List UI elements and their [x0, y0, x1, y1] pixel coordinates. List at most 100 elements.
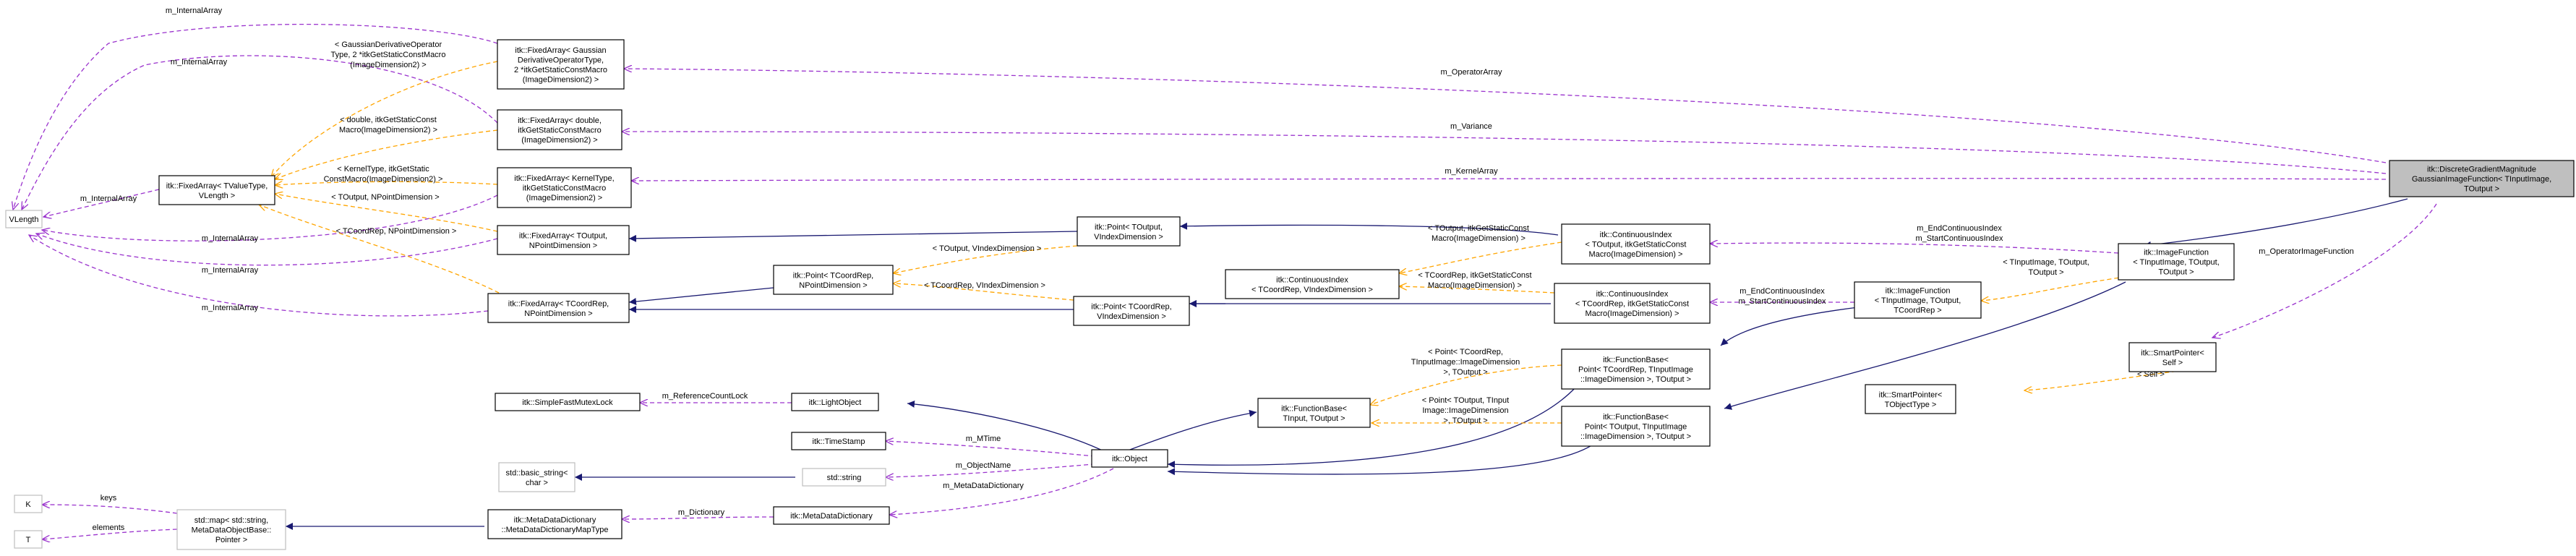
node-label-line: itk::ImageFunction — [1886, 287, 1951, 296]
edge-tpl-point-tout — [893, 245, 1078, 273]
node-label-line: itk::FixedArray< TCoordRep, — [508, 299, 609, 308]
node-t[interactable]: T — [14, 530, 43, 549]
node-std-string[interactable]: std::string — [802, 468, 886, 487]
node-label-line: itk::SmartPointer< — [1879, 390, 1943, 399]
edge-end-start-ci-1 — [1710, 243, 2119, 254]
label-internal-array-3: m_InternalArray — [80, 194, 137, 203]
label-internal-array-2: m_InternalArray — [171, 58, 228, 67]
node-continuous-index-tcoordrep[interactable]: itk::ContinuousIndex< TCoordRep, itkGetS… — [1554, 283, 1711, 324]
node-object[interactable]: itk::Object — [1091, 449, 1168, 468]
node-meta-data-dictionary[interactable]: itk::MetaDataDictionary — [773, 506, 890, 525]
label-tpl-tcoordrep-itk-0: < TCoordRep, itkGetStaticConst — [1418, 271, 1531, 280]
node-box — [791, 393, 879, 411]
node-k[interactable]: K — [14, 495, 43, 513]
node-label-line: TInput, TOutput > — [1283, 414, 1345, 423]
node-box — [2389, 160, 2575, 197]
node-label-line: TCoordRep > — [1894, 307, 1941, 315]
edge-internal-array-2 — [22, 55, 498, 210]
node-label-line: std::basic_string< — [506, 469, 568, 477]
node-fixed-array-tcoordrep[interactable]: itk::FixedArray< TCoordRep,NPointDimensi… — [487, 293, 630, 323]
label-mtime: m_MTime — [966, 435, 1001, 443]
label-meta-data-dictionary: m_MetaDataDictionary — [943, 482, 1024, 490]
node-point-tcoordrep-vindex[interactable]: itk::Point< TCoordRep,VIndexDimension > — [1073, 296, 1190, 326]
label-tpl-imagefunction-0: < TInputImage, TOutput, — [2003, 258, 2089, 267]
node-label-line: itk::DiscreteGradientMagnitude — [2427, 166, 2536, 174]
label-end-start-ci-1a: m_EndContinuousIndex — [1917, 224, 2002, 233]
edge-internal-array-6 — [29, 235, 489, 317]
edge-tpl-imagefunction — [1981, 274, 2141, 301]
node-label-line: DerivativeOperatorType, — [518, 56, 604, 64]
node-box — [1561, 406, 1711, 447]
node-fixed-array-kerneltype[interactable]: itk::FixedArray< KernelType,itkGetStatic… — [497, 167, 632, 208]
node-image-function-tcoordrep[interactable]: itk::ImageFunction< TInputImage, TOutput… — [1854, 281, 1982, 319]
node-label-line: itk::FunctionBase< — [1603, 356, 1669, 364]
node-smart-pointer-self[interactable]: itk::SmartPointer<Self > — [2128, 342, 2217, 372]
node-meta-data-dictionary-map-type[interactable]: itk::MetaDataDictionary::MetaDataDiction… — [487, 509, 622, 539]
node-label-line: Pointer > — [215, 536, 247, 544]
node-label-line: Self > — [2162, 359, 2183, 367]
node-continuous-index-toutput[interactable]: itk::ContinuousIndex< TOutput, itkGetSta… — [1561, 223, 1711, 265]
node-point-toutput-vindex[interactable]: itk::Point< TOutput,VIndexDimension > — [1077, 216, 1181, 247]
label-dictionary: m_Dictionary — [678, 508, 725, 517]
node-image-function-toutput[interactable]: itk::ImageFunction< TInputImage, TOutput… — [2118, 243, 2235, 281]
node-label-line: itk::MetaDataDictionary — [514, 516, 596, 524]
node-functionbase-tinput-toutput[interactable]: itk::FunctionBase<TInput, TOutput > — [1257, 398, 1371, 428]
node-box — [1854, 281, 1982, 319]
node-label-line: Macro(ImageDimension) > — [1586, 309, 1679, 318]
node-smart-pointer-tobjecttype[interactable]: itk::SmartPointer<TObjectType > — [1865, 384, 1956, 414]
node-label-line: Point< TCoordRep, TInputImage — [1578, 366, 1693, 375]
node-functionbase-point-tcoordrep[interactable]: itk::FunctionBase<Point< TCoordRep, TInp… — [1561, 348, 1711, 390]
label-tpl-point-tcoordrep-1: TInputImage::ImageDimension — [1411, 358, 1520, 367]
edge-tpl-kernel — [275, 181, 498, 185]
node-label-line: < TInputImage, TOutput, — [1875, 296, 1961, 305]
node-label-line: itkGetStaticConstMacro — [518, 127, 602, 135]
node-fixed-array-tvaluetype[interactable]: itk::FixedArray< TValueType,VLength > — [158, 175, 275, 205]
label-variance: m_Variance — [1450, 122, 1492, 131]
node-label-line: MetaDataObjectBase:: — [192, 526, 272, 535]
node-label-line: NPointDimension > — [524, 309, 592, 318]
node-box — [14, 530, 43, 549]
node-label-line: K — [25, 500, 31, 509]
node-fixed-array-double[interactable]: itk::FixedArray< double,itkGetStaticCons… — [497, 109, 622, 150]
node-label-line: itk::Point< TOutput, — [1095, 223, 1163, 231]
node-box — [1561, 348, 1711, 390]
node-box — [497, 225, 630, 255]
node-label-line: itk::ContinuousIndex — [1276, 275, 1348, 284]
edge-inherit-point-tout-fixed — [628, 231, 1078, 242]
node-functionbase-point-toutput[interactable]: itk::FunctionBase<Point< TOutput, TInput… — [1561, 406, 1711, 447]
node-label-line: Macro(ImageDimension) > — [1589, 250, 1683, 259]
node-label-line: itk::TimeStamp — [813, 437, 865, 446]
edge-inherit-point-tcoordn-fixed — [628, 287, 774, 305]
node-label-line: itk::ContinuousIndex — [1596, 290, 1669, 299]
node-continuous-index-tcoordrep-vindex[interactable]: itk::ContinuousIndex< TCoordRep, VIndexD… — [1225, 269, 1400, 299]
node-box — [1257, 398, 1371, 428]
node-simple-fast-mutex-lock[interactable]: itk::SimpleFastMutexLock — [495, 393, 641, 411]
edge-inherit-object-lightobject — [907, 400, 1111, 455]
node-time-stamp[interactable]: itk::TimeStamp — [791, 432, 886, 450]
node-light-object[interactable]: itk::LightObject — [791, 393, 879, 411]
node-label-line: itk::FixedArray< TOutput, — [519, 231, 607, 240]
node-discrete-gradient-magnitude[interactable]: itk::DiscreteGradientMagnitudeGaussianIm… — [2389, 160, 2575, 197]
node-label-line: Point< TOutput, TInputImage — [1585, 423, 1687, 432]
node-std-map[interactable]: std::map< std::string,MetaDataObjectBase… — [176, 509, 286, 550]
node-label-line: VLength > — [199, 192, 235, 200]
edge-object-name — [886, 462, 1111, 477]
label-internal-array-5: m_InternalArray — [202, 266, 259, 275]
node-box — [497, 109, 622, 150]
node-box — [497, 167, 632, 208]
label-tpl-tcoordrep-npoint: < TCoordRep, NPointDimension > — [336, 227, 457, 236]
label-tpl-toutput-npoint: < TOutput, NPointDimension > — [331, 193, 439, 202]
node-box — [5, 210, 43, 228]
node-point-tcoordrep-npoint[interactable]: itk::Point< TCoordRep,NPointDimension > — [773, 265, 894, 295]
node-label-line: itk::FixedArray< TValueType, — [166, 181, 268, 190]
node-label-line: itk::SimpleFastMutexLock — [522, 398, 613, 407]
node-label-line: itk::Object — [1112, 455, 1147, 463]
node-vlength[interactable]: VLength — [5, 210, 43, 228]
node-std-basic-string[interactable]: std::basic_string<char > — [498, 462, 575, 492]
node-label-line: itk::LightObject — [809, 398, 862, 407]
label-tpl-point-tcoordrep-2: >, TOutput > — [1443, 368, 1487, 377]
label-tpl-gaussian-2: (ImageDimension2) > — [350, 61, 426, 69]
node-fixed-array-gaussian[interactable]: itk::FixedArray< GaussianDerivativeOpera… — [497, 39, 625, 90]
node-fixed-array-toutput[interactable]: itk::FixedArray< TOutput,NPointDimension… — [497, 225, 630, 255]
label-internal-array-1: m_InternalArray — [166, 7, 223, 15]
